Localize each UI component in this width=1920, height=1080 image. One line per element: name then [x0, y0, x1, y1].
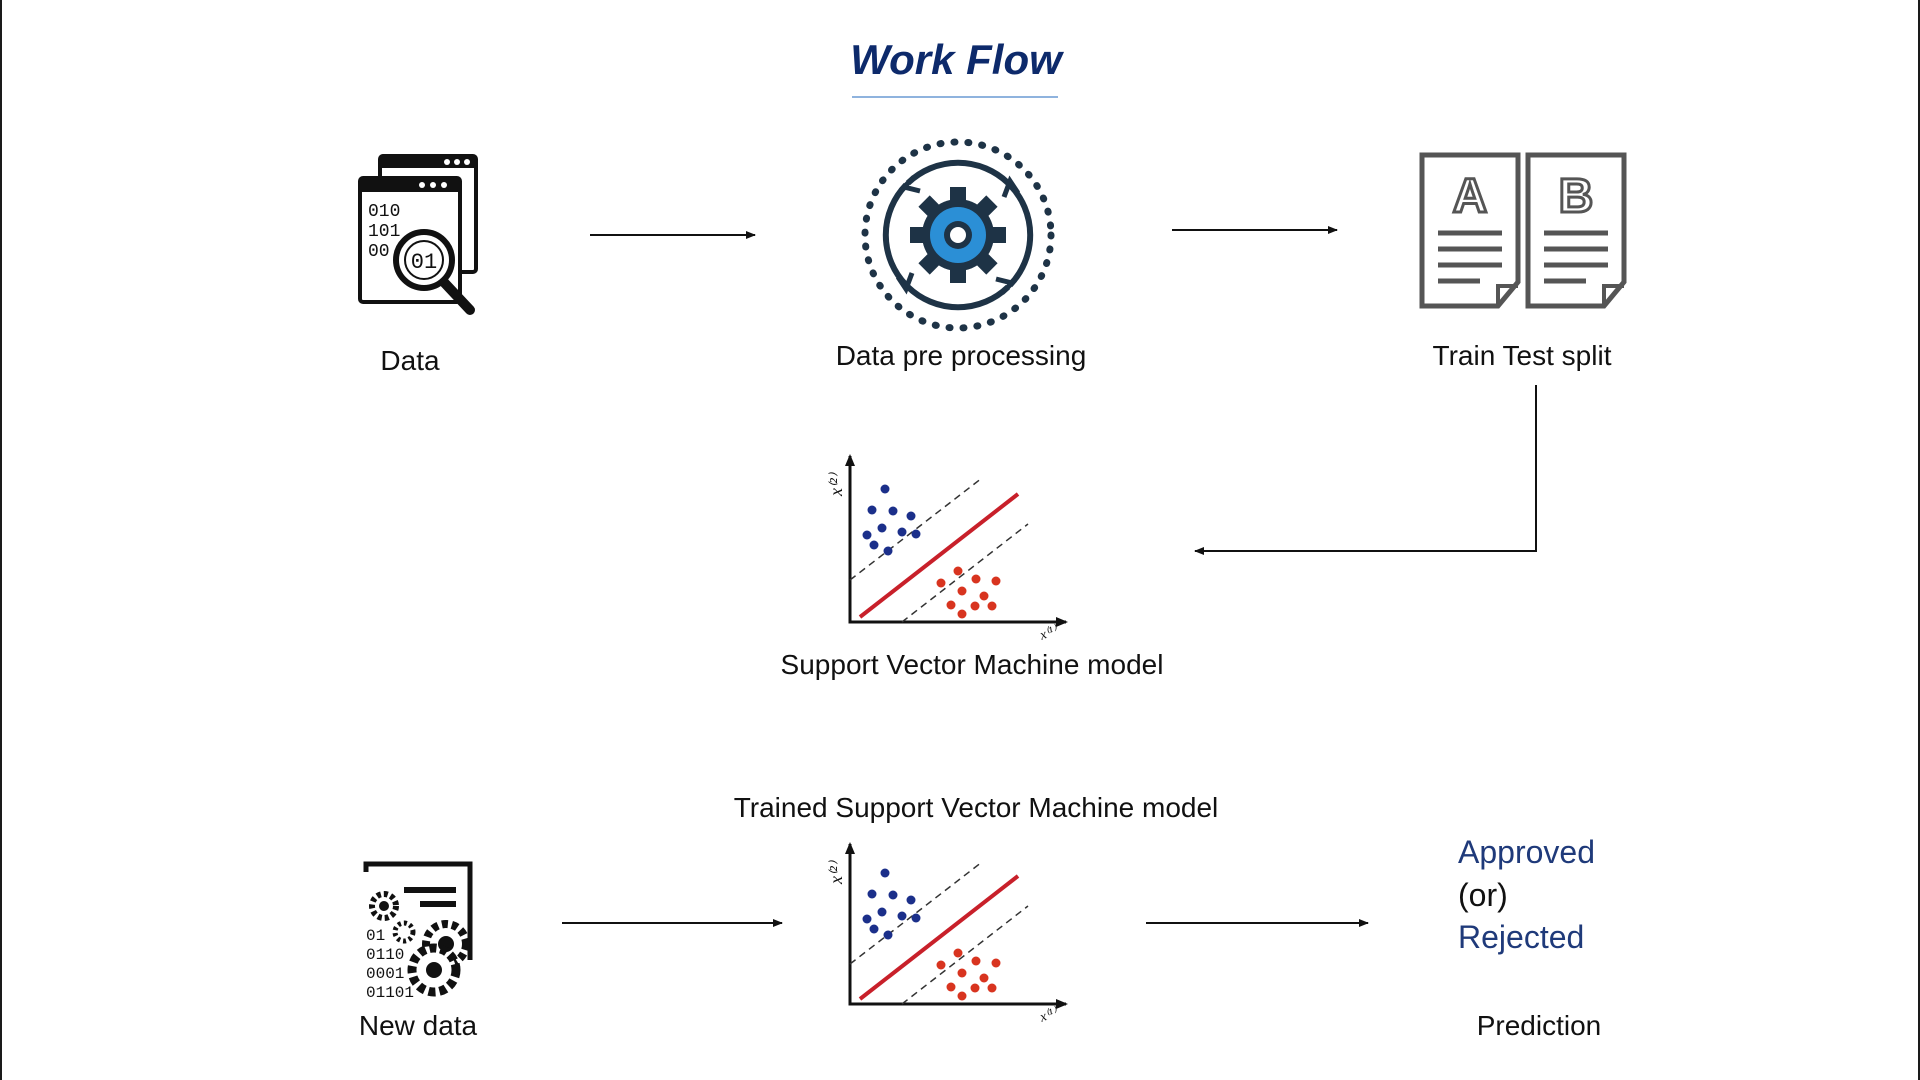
outcome-or: (or): [1458, 877, 1508, 913]
data-icon-code-line: 101: [368, 222, 400, 242]
arrow-split-to-svm: [1194, 385, 1537, 555]
svg-text:x⁽²⁾: x⁽²⁾: [826, 860, 846, 885]
node-label-prediction: Prediction: [1477, 1010, 1602, 1041]
svg-text:x⁽¹⁾: x⁽¹⁾: [1037, 1005, 1061, 1026]
data-icon: 010 101 00 01: [358, 154, 478, 315]
doc-b-letter: B: [1559, 170, 1594, 223]
diagram-title: Work Flow: [850, 36, 1064, 83]
svm-plot-icon: x⁽²⁾ x⁽¹⁾: [826, 454, 1068, 644]
new-data-gears-icon: 01 0110 0001 01101: [363, 861, 473, 1002]
data-icon-code-line: 00: [368, 242, 390, 262]
node-label-split: Train Test split: [1433, 340, 1612, 371]
trained-svm-plot-icon: x⁽²⁾ x⁽¹⁾: [826, 842, 1068, 1026]
documents-ab-icon: A B: [1419, 152, 1627, 309]
new-data-code-line: 01: [366, 927, 385, 945]
node-label-data: Data: [380, 345, 440, 376]
new-data-code-line: 01101: [366, 984, 414, 1002]
svg-text:x⁽²⁾: x⁽²⁾: [826, 472, 846, 497]
outcome-approved: Approved: [1458, 834, 1595, 870]
node-label-svm: Support Vector Machine model: [781, 649, 1164, 680]
node-label-preprocessing: Data pre processing: [836, 340, 1087, 371]
node-label-new-data: New data: [359, 1010, 478, 1041]
svg-text:x⁽¹⁾: x⁽¹⁾: [1037, 623, 1061, 644]
gear-cycle-icon: [861, 138, 1055, 332]
new-data-code-line: 0110: [366, 946, 404, 964]
data-icon-lens-text: 01: [411, 250, 437, 275]
outcome-rejected: Rejected: [1458, 919, 1584, 955]
left-frame-border: [0, 0, 2, 1080]
doc-a-letter: A: [1453, 170, 1488, 223]
new-data-code-line: 0001: [366, 965, 404, 983]
node-label-trained-svm: Trained Support Vector Machine model: [734, 792, 1219, 823]
right-frame-border: [1918, 0, 1920, 1080]
data-icon-code-line: 010: [368, 202, 400, 222]
